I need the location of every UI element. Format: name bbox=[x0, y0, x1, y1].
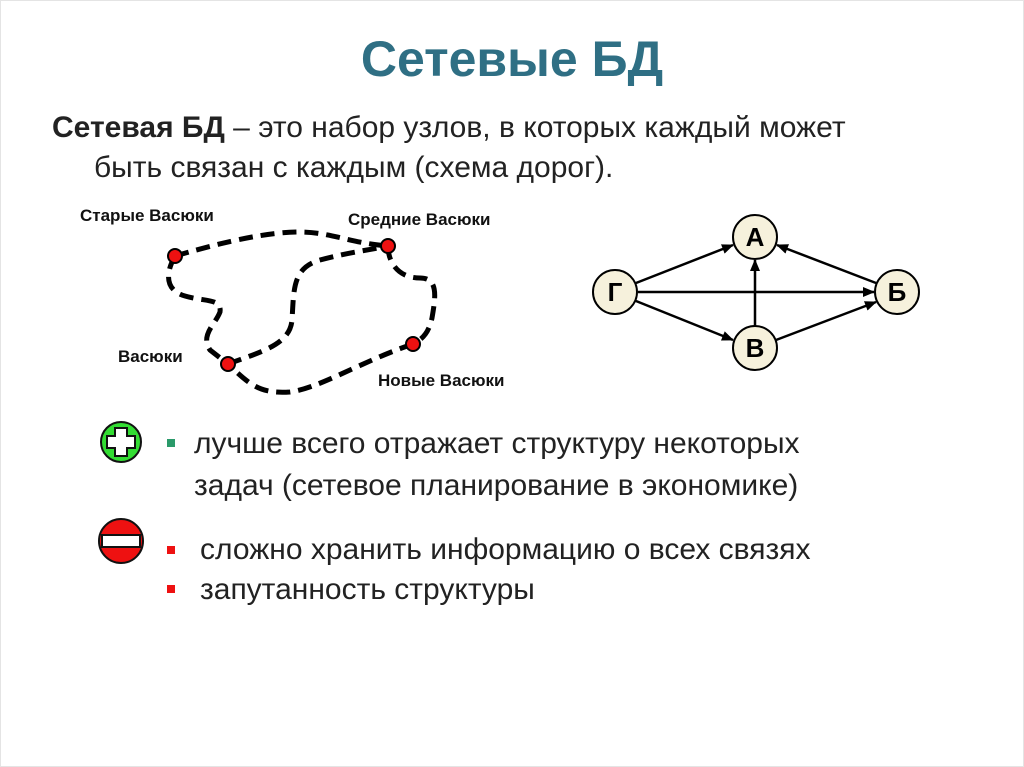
edge-g-v bbox=[635, 299, 734, 342]
town-label-sredniye: Средние Васюки bbox=[348, 210, 491, 229]
graph-nodes bbox=[592, 214, 920, 371]
bullet-marker bbox=[167, 439, 175, 447]
con-item-1: сложно хранить информацию о всех связях bbox=[200, 533, 811, 566]
road bbox=[226, 341, 414, 395]
town-label-staryye: Старые Васюки bbox=[80, 206, 214, 225]
edge-g-a bbox=[635, 243, 734, 285]
graph-edges bbox=[635, 243, 877, 342]
definition-text-1: – это набор узлов, в которых каждый може… bbox=[224, 111, 846, 144]
minus-icon bbox=[98, 518, 144, 564]
node-g bbox=[592, 269, 638, 315]
road bbox=[227, 243, 389, 367]
edge-v-b bbox=[775, 300, 877, 342]
node-label-v: В bbox=[746, 333, 765, 363]
node-label-b: Б bbox=[888, 277, 907, 307]
con-item-2: запутанность структуры bbox=[200, 573, 535, 606]
town-label-novyye: Новые Васюки bbox=[378, 371, 505, 390]
town-dot-staryye bbox=[167, 248, 183, 264]
town-label-vasyuki: Васюки bbox=[118, 347, 183, 366]
definition-text-2: быть связан с каждым (схема дорог). bbox=[94, 151, 614, 184]
node-a bbox=[732, 214, 778, 260]
pro-item-1: лучше всего отражает структуру некоторых bbox=[194, 427, 800, 460]
road bbox=[174, 229, 389, 259]
plus-icon bbox=[100, 421, 142, 463]
slide-title: Сетевые БД bbox=[360, 31, 664, 87]
definition: Сетевая БД – это набор узлов, в которых … bbox=[52, 108, 992, 188]
road bbox=[166, 254, 230, 366]
towns bbox=[167, 238, 421, 372]
road bbox=[385, 245, 438, 347]
town-dot-sredniye bbox=[380, 238, 396, 254]
town-dot-novyye bbox=[405, 336, 421, 352]
node-v bbox=[732, 325, 778, 371]
node-b bbox=[874, 269, 920, 315]
edge-b-a bbox=[776, 243, 877, 285]
town-dot-vasyuki bbox=[220, 356, 236, 372]
definition-term: Сетевая БД bbox=[52, 111, 225, 144]
road-map bbox=[166, 229, 438, 395]
bullet-marker bbox=[167, 546, 175, 554]
bullet-marker bbox=[167, 585, 175, 593]
node-label-g: Г bbox=[608, 277, 623, 307]
pro-item-2: задач (сетевое планирование в экономике) bbox=[194, 469, 799, 502]
node-label-a: А bbox=[746, 222, 765, 252]
